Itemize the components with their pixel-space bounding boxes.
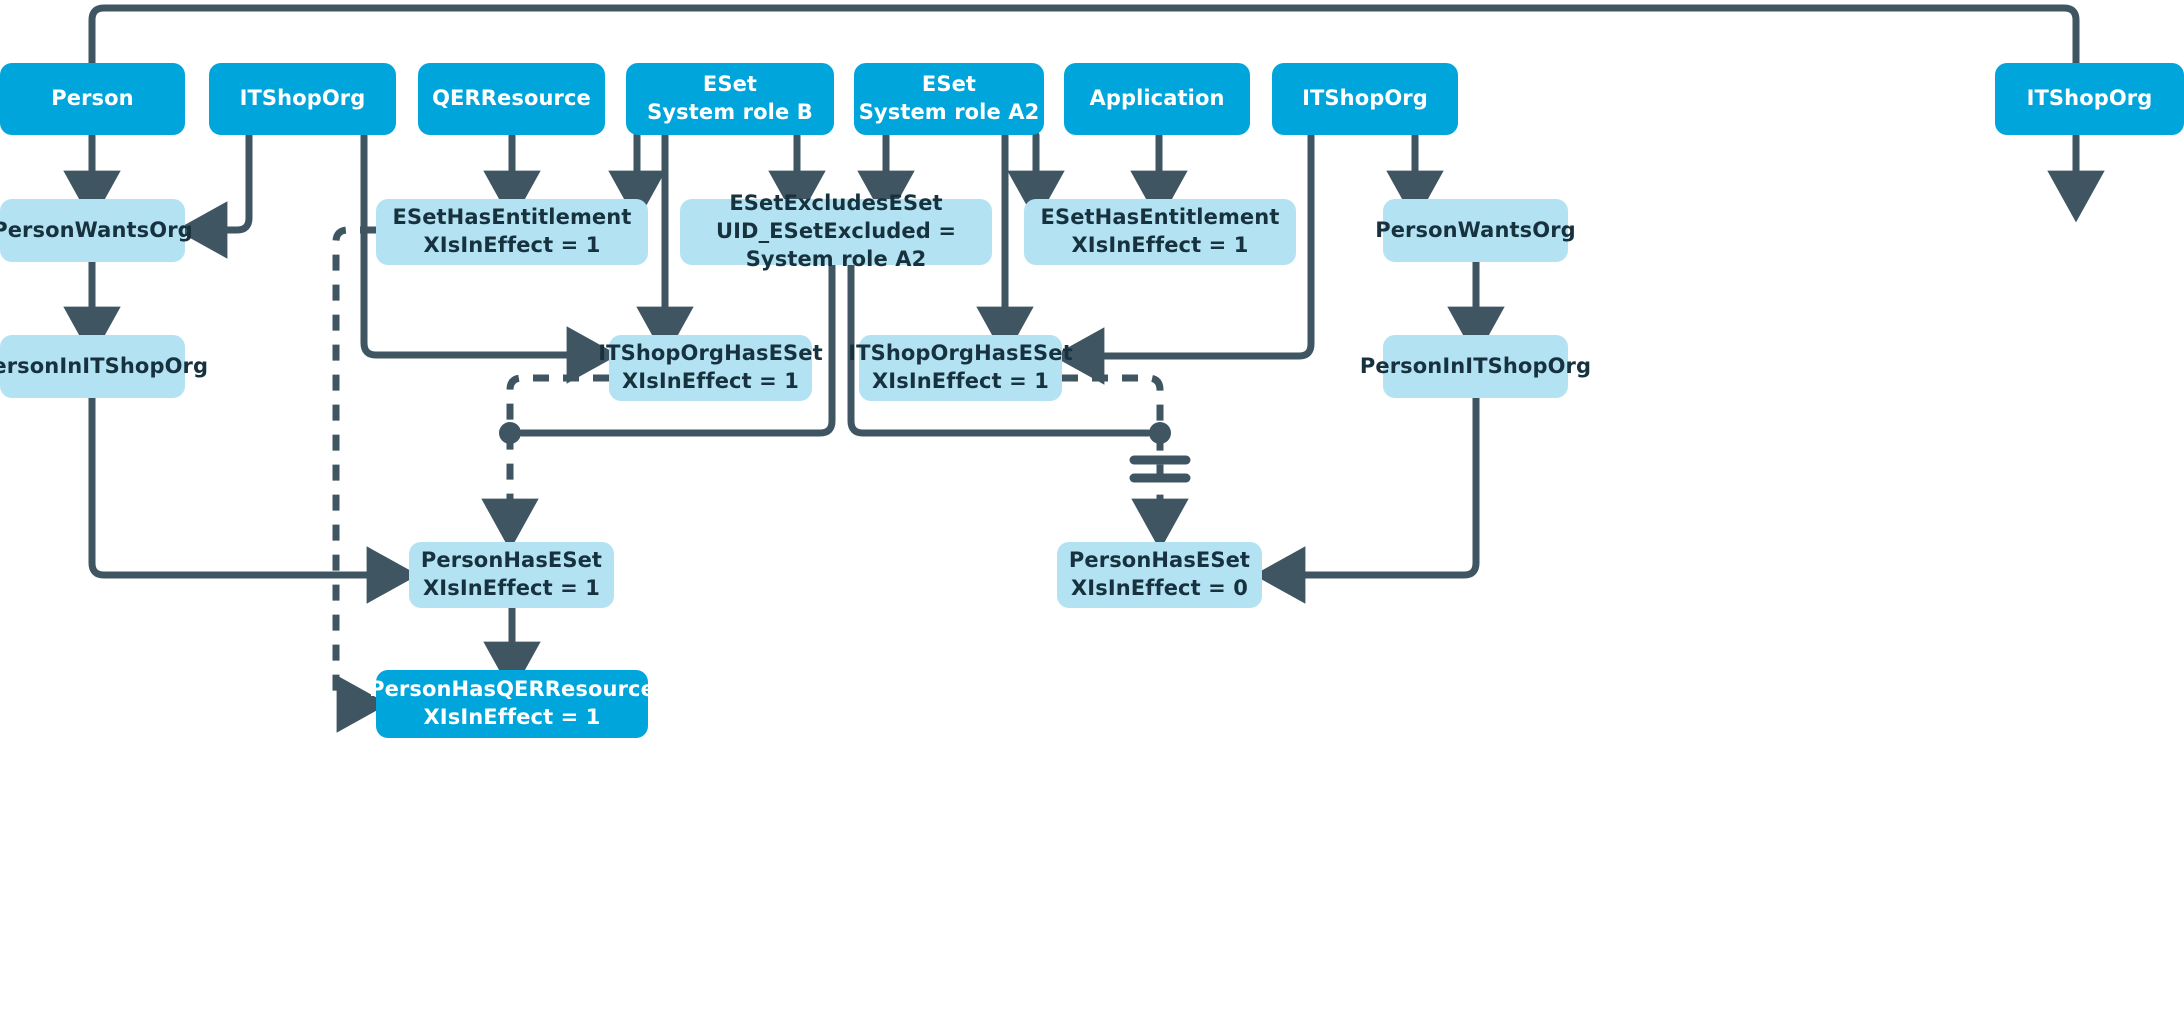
edge-person-to-right-personwantsorg [88,4,2105,223]
edge-esethasentitlement-left-to-personhasqerresource-dashed [332,226,389,733]
node-itshoporg-3-label: ITShopOrg [2026,86,2153,111]
node-esethasentitlement-right[interactable]: ESetHasEntitlement XIsInEffect = 1 [1024,199,1296,265]
node-personwantsorg-left-label: PersonWantsOrg [0,217,193,242]
edge-itshoporg1-to-itshoporghaseset-left [360,131,619,384]
node-personhasqerresource[interactable]: PersonHasQERResource XIsInEffect = 1 [369,670,655,738]
node-application-label: Application [1089,86,1225,111]
node-personhaseset-in-effect-label: PersonHasESet [420,548,603,573]
node-personhasqerresource-sublabel: XIsInEffect = 1 [423,705,601,729]
edge-personinitshoporg-to-personhaseset [88,394,419,604]
edge-itshoporg2-to-itshoporghaseset-right [1052,131,1315,385]
node-itshoporghaseset-left[interactable]: ITShopOrgHasESet XIsInEffect = 1 [598,335,823,401]
node-personhaseset-in-effect-sublabel: XIsInEffect = 1 [423,576,600,600]
node-esethasentitlement-left[interactable]: ESetHasEntitlement XIsInEffect = 1 [376,199,648,265]
node-itshoporg-3[interactable]: ITShopOrg [1995,63,2184,135]
node-eset-system-role-a2-label: ESet [921,72,977,97]
edge-itshoporghaseset-left-to-personhaseset-dashed [481,374,609,551]
node-itshoporg-2[interactable]: ITShopOrg [1272,63,1458,135]
node-esetexcludeseset-sublabel: UID_ESetExcluded = System role A2 [715,219,957,271]
node-eset-system-role-b[interactable]: ESet System role B [626,63,834,135]
node-itshoporg-2-label: ITShopOrg [1302,86,1428,111]
node-itshoporghaseset-right[interactable]: ITShopOrgHasESet XIsInEffect = 1 [848,335,1073,401]
node-personinitshoporg-right[interactable]: PersonInITShopOrg [1360,335,1591,398]
node-personinitshoporg-left-label: PersonInITShopOrg [0,353,209,378]
node-esethasentitlement-left-label: ESetHasEntitlement [392,205,632,230]
junction-dot-left [499,422,521,444]
node-personwantsorg-right[interactable]: PersonWantsOrg [1375,199,1576,262]
node-personhaseset-not-in-effect-sublabel: XIsInEffect = 0 [1071,576,1248,600]
node-person[interactable]: Person [0,63,185,135]
node-personwantsorg-right-label: PersonWantsOrg [1375,217,1576,242]
node-personhaseset-not-in-effect-label: PersonHasESet [1068,548,1251,573]
edge-itshoporg1-to-personwantsorg [175,131,253,259]
node-personinitshoporg-right-label: PersonInITShopOrg [1359,353,1592,378]
node-itshoporghaseset-right-sublabel: XIsInEffect = 1 [872,369,1049,393]
node-eset-system-role-a2-sublabel: System role A2 [858,100,1040,124]
node-application[interactable]: Application [1064,63,1250,135]
node-esethasentitlement-left-sublabel: XIsInEffect = 1 [423,233,601,257]
node-itshoporghaseset-left-sublabel: XIsInEffect = 1 [622,369,799,393]
node-eset-system-role-b-label: ESet [702,72,758,97]
edge-esetexcludeseset-to-right-junction [847,261,1152,437]
node-itshoporg-1-label: ITShopOrg [239,86,366,111]
node-esethasentitlement-right-sublabel: XIsInEffect = 1 [1071,233,1249,257]
junction-dot-right [1149,422,1171,444]
node-personhaseset-in-effect[interactable]: PersonHasESet XIsInEffect = 1 [409,542,614,608]
node-qerresource[interactable]: QERResource [418,63,605,135]
node-esetexcludeseset[interactable]: ESetExcludesESet UID_ESetExcluded = Syst… [680,191,992,271]
node-itshoporghaseset-left-label: ITShopOrgHasESet [598,341,823,366]
edge-itshoporghaseset-right-to-personhaseset-zero-dashed [1062,374,1189,551]
node-personinitshoporg-left[interactable]: PersonInITShopOrg [0,335,208,398]
node-esetexcludeseset-label: ESetExcludesESet [729,191,943,216]
edge-personinitshoporg-right-to-personhaseset-zero [1253,394,1480,604]
node-personhaseset-not-in-effect[interactable]: PersonHasESet XIsInEffect = 0 [1057,542,1262,608]
node-eset-system-role-a2[interactable]: ESet System role A2 [854,63,1044,135]
edge-esetexcludeseset-to-left-junction [518,261,836,437]
node-esethasentitlement-right-label: ESetHasEntitlement [1040,205,1280,230]
node-person-label: Person [51,86,134,111]
node-qerresource-label: QERResource [432,86,591,111]
node-eset-system-role-b-sublabel: System role B [647,100,813,124]
node-itshoporghaseset-right-label: ITShopOrgHasESet [848,341,1073,366]
node-personwantsorg-left[interactable]: PersonWantsOrg [0,199,193,262]
node-personhasqerresource-label: PersonHasQERResource [369,677,655,702]
node-itshoporg-1[interactable]: ITShopOrg [209,63,396,135]
